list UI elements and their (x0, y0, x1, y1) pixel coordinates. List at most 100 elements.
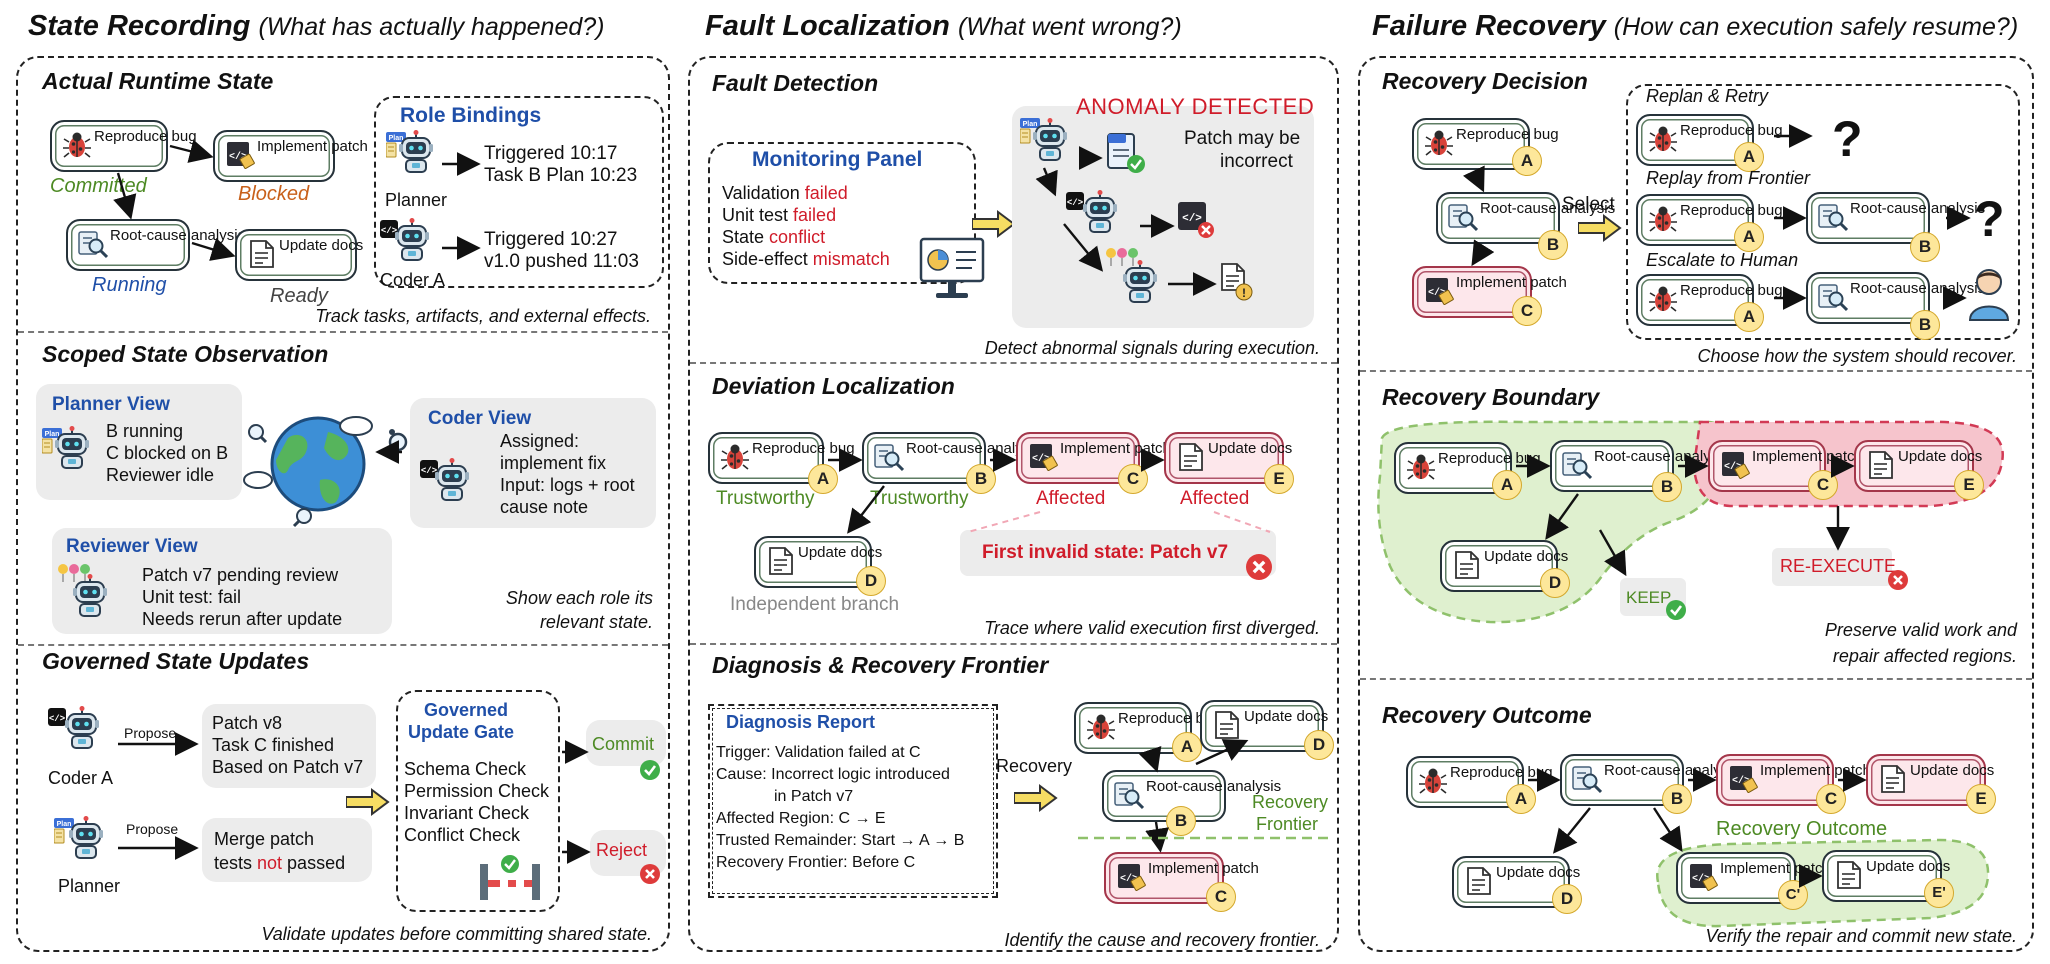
node-label: Root-cause analysis (1850, 200, 1986, 217)
planner-robot-icon (54, 815, 104, 859)
scoped-caption: Show each role its (505, 588, 653, 608)
coder-proposal-box (202, 704, 376, 788)
recovery-label: Recovery (996, 756, 1073, 776)
planner-proposal-box (202, 818, 372, 882)
check-icon (640, 760, 660, 780)
code-icon (1117, 863, 1146, 892)
magnifier-icon (1448, 203, 1478, 232)
diagnosis-line: in Patch v7 (774, 788, 854, 805)
affected-label: Affected (1036, 488, 1106, 509)
node-label: Update docs (1866, 858, 1951, 875)
node-label: Reproduce bug (1450, 764, 1553, 781)
node-update-docs: Update docs (235, 229, 363, 281)
scoped-caption: relevant state. (539, 612, 653, 632)
coder-label: Coder A (48, 768, 114, 788)
diagnosis-line: Trusted Remainder: Start → A → B (716, 832, 965, 849)
bug-icon (1418, 767, 1448, 794)
fat-arrow-icon (1014, 785, 1057, 811)
document-icon (1467, 867, 1491, 895)
planner-label: Planner (58, 876, 121, 896)
gate-title: Update Gate (408, 722, 515, 742)
node-reproduce-bug: Reproduce bug (1406, 756, 1553, 808)
failure-recovery-title: Failure Recovery (How can execution safe… (1372, 10, 2018, 43)
failure-recovery-column (1358, 56, 2034, 952)
reviewer-view-line: Patch v7 pending review (142, 565, 339, 585)
badge-b: B (1538, 230, 1568, 260)
commit-label: Commit (592, 734, 654, 754)
monitor-row: Side-effect mismatch (722, 248, 890, 270)
planner-view-line: Reviewer idle (106, 465, 215, 485)
node-label: Update docs (1484, 548, 1569, 565)
badge-d: D (1552, 884, 1582, 914)
document-icon (769, 547, 793, 575)
node-reproduce-bug: Reproduce bug (708, 432, 855, 484)
node-update-docs: Update docs (1452, 856, 1580, 908)
monitor-row: State conflict (722, 226, 825, 248)
question-mark-icon: ? (1974, 191, 2005, 247)
badge-e: E (1966, 784, 1996, 814)
node-label: Implement patch (1752, 448, 1863, 465)
coder-robot-icon (420, 457, 470, 501)
badge-b: B (1166, 806, 1196, 836)
planner-binding-line: Task B Plan 10:23 (484, 165, 638, 186)
fat-arrow-icon (346, 789, 389, 815)
bug-icon (720, 443, 750, 470)
badge-a: A (1734, 142, 1764, 172)
node-update-docs-new: Update docs (1822, 850, 1951, 902)
gate-check: Schema Check (404, 759, 527, 779)
node-label: Update docs (1244, 708, 1329, 725)
trustworthy-label: Trustworthy (870, 488, 969, 509)
recovery-boundary-title: Recovery Boundary (1382, 384, 1600, 410)
node-implement-patch: Implement patch (213, 130, 368, 182)
reexecute-box (1772, 548, 1892, 586)
column-subtitle: (What went wrong?) (957, 13, 1182, 41)
check-icon (1666, 600, 1686, 620)
coder-view-line: Assigned: (500, 431, 580, 451)
frontier-label: Frontier (1256, 814, 1319, 834)
badge-d: D (1304, 730, 1334, 760)
badge-b: B (1662, 784, 1692, 814)
monitor-label: Side-effect (722, 249, 808, 269)
planner-view-title: Planner View (52, 394, 170, 415)
magnifier-icon (1114, 781, 1144, 810)
anomaly-message: incorrect (1220, 151, 1293, 172)
node-label: Implement patch (1760, 762, 1871, 779)
section-divider (1360, 370, 2032, 372)
planner-view-line: B running (106, 421, 184, 441)
node-label: Reproduce bug (94, 128, 197, 145)
gate-barrier-icon (480, 855, 540, 900)
propose-label: Propose (126, 821, 179, 837)
badge-b: B (966, 464, 996, 494)
node-update-docs: Update docs (1440, 540, 1569, 592)
node-label: Root-cause analysis (110, 227, 246, 244)
section-divider (690, 643, 1337, 645)
keep-label: KEEP (1626, 588, 1672, 607)
badge-c: C (1118, 464, 1148, 494)
node-root-cause-analysis: Root-cause analysis (66, 219, 246, 271)
fault-localization-column (688, 56, 1339, 952)
node-label: Reproduce bug (1456, 126, 1559, 143)
planner-robot-icon (42, 425, 90, 469)
bug-icon (1406, 453, 1436, 480)
anomaly-message: Patch may be (1184, 128, 1301, 149)
monitor-status: mismatch (812, 249, 890, 269)
document-icon (1455, 551, 1479, 579)
coder-label: Coder A (380, 270, 446, 290)
badge-a: A (1492, 470, 1522, 500)
badge-b: B (1910, 232, 1940, 262)
badge-a: A (1734, 302, 1764, 332)
node-root-cause-analysis: Root-cause analysis (1102, 770, 1281, 822)
code-icon (1689, 863, 1718, 892)
fault-detection-caption: Detect abnormal signals during execution… (984, 338, 1320, 358)
coder-view-line: cause note (500, 497, 589, 517)
node-label: Root-cause analysis (1480, 200, 1616, 217)
option-replay-label: Replay from Frontier (1646, 168, 1811, 188)
proposal-line: Task C finished (212, 735, 335, 755)
reviewer-robot-icon (1106, 247, 1158, 303)
badge-c: C (1206, 882, 1236, 912)
not-highlight: not (257, 853, 283, 873)
planner-binding-line: Triggered 10:17 (484, 143, 618, 164)
governed-state-title: Governed State Updates (42, 648, 310, 674)
badge-a: A (1734, 222, 1764, 252)
section-divider (18, 644, 668, 646)
